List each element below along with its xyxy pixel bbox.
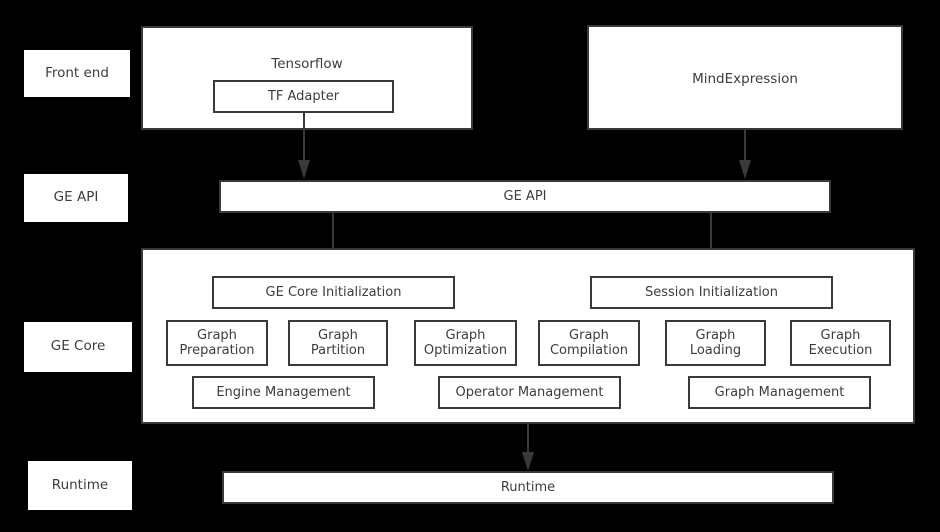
graph-compilation-node[interactable]: Graph Compilation xyxy=(538,320,640,366)
row-label-ge-api: GE API xyxy=(24,174,128,222)
mindexpression-panel[interactable]: MindExpression xyxy=(587,25,903,130)
tensorflow-title: Tensorflow xyxy=(271,56,343,72)
graph-loading-node[interactable]: Graph Loading xyxy=(665,320,766,366)
tf-adapter-node[interactable]: TF Adapter xyxy=(213,80,394,113)
tensorflow-panel[interactable]: Tensorflow xyxy=(141,26,473,130)
graph-execution-node[interactable]: Graph Execution xyxy=(790,320,891,366)
mindexpression-title: MindExpression xyxy=(692,71,798,87)
graph-optimization-node[interactable]: Graph Optimization xyxy=(414,320,517,366)
ge-core-initialization-node[interactable]: GE Core Initialization xyxy=(212,276,455,309)
runtime-bar[interactable]: Runtime xyxy=(222,471,834,504)
session-initialization-node[interactable]: Session Initialization xyxy=(590,276,833,309)
row-label-runtime: Runtime xyxy=(28,461,132,510)
row-label-ge-core: GE Core xyxy=(24,322,132,372)
ge-api-bar[interactable]: GE API xyxy=(219,180,831,213)
graph-preparation-node[interactable]: Graph Preparation xyxy=(166,320,268,366)
graph-management-node[interactable]: Graph Management xyxy=(688,376,871,409)
operator-management-node[interactable]: Operator Management xyxy=(438,376,621,409)
graph-partition-node[interactable]: Graph Partition xyxy=(288,320,388,366)
engine-management-node[interactable]: Engine Management xyxy=(192,376,375,409)
row-label-front-end: Front end xyxy=(24,50,130,97)
